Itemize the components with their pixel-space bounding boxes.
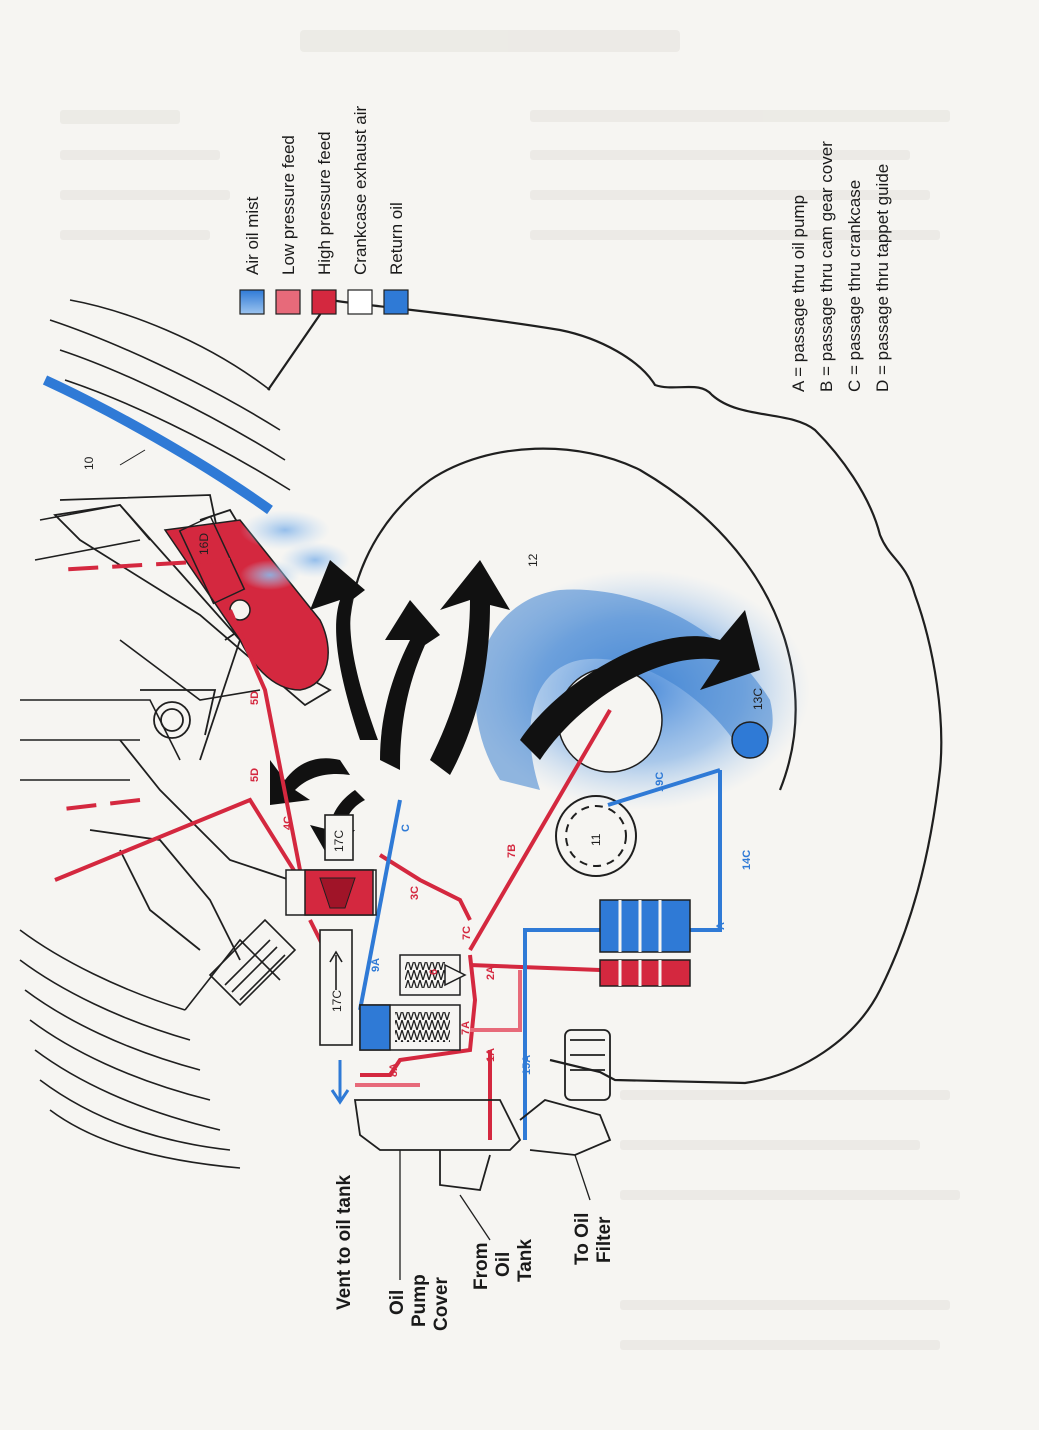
legend-swatch-air-oil-mist [239, 289, 265, 315]
callout-from-oil-tank-line3: Tank [515, 1239, 536, 1282]
cam-gear [555, 795, 637, 877]
passage-label-2A: 2A [485, 966, 497, 980]
callout-oil-pump-cover-line2: Pump [409, 1274, 430, 1327]
passage-key-b: B = passage thru cam gear cover [817, 141, 836, 392]
callout-oil-pump-cover-line3: Cover [431, 1277, 452, 1331]
part-label-16D: 16D [197, 533, 211, 555]
legend-swatch-low-pressure [275, 289, 301, 315]
feed-pump-gears [599, 959, 691, 987]
back-page-bleed [60, 30, 960, 1350]
callout-leaders [399, 1150, 591, 1280]
passage-label-C: C [400, 824, 412, 832]
check-valve-6 [399, 954, 467, 996]
low-pressure-passages [355, 970, 522, 1087]
passage-label-7C: 7C [461, 926, 473, 940]
legend-label-high-pressure: High pressure feed [315, 131, 334, 275]
passage-labels: 5D 5D 4C 3C C 9A 7B 7C 2A 6 7A 1A 8A 15A… [249, 691, 753, 1077]
passage-label-3C: 3C [409, 886, 421, 900]
scavenge-pump-gears [599, 899, 691, 953]
exhaust-duct-17C [319, 814, 354, 1046]
spark-plug [208, 918, 297, 1007]
callout-oil-pump-cover-line1: Oil [387, 1290, 408, 1315]
legend-label-crankcase-air: Crankcase exhaust air [351, 106, 370, 275]
callout-from-oil-tank-line2: Oil [493, 1252, 514, 1277]
part-numbers: 10 12 11 16D 13C 17C 17C [82, 456, 765, 1012]
passage-label-1A: 1A [485, 1048, 497, 1062]
callout-to-oil-filter-line2: Filter [594, 1216, 615, 1263]
breather-valve [285, 869, 377, 916]
legend-swatch-high-pressure [311, 289, 337, 315]
passage-key-a: A = passage thru oil pump [789, 195, 808, 392]
vent-arrow [330, 1060, 350, 1105]
legend-label-low-pressure: Low pressure feed [279, 135, 298, 275]
callout-from-oil-tank-line1: From [471, 1243, 492, 1291]
part-label-17C-top: 17C [332, 830, 346, 852]
passage-label-A: A [715, 922, 727, 930]
passage-label-6: 6 [428, 969, 440, 975]
passage-label-8A: 8A [388, 1063, 400, 1077]
legend-swatch-return-oil [383, 289, 409, 315]
part-label-11: 11 [589, 833, 603, 846]
callout-vent-to-oil-tank: Vent to oil tank [334, 1174, 355, 1310]
legend-swatch-crankcase-air [347, 289, 373, 315]
callout-line-10 [119, 449, 146, 466]
callout-to-oil-filter-line1: To Oil [572, 1213, 593, 1265]
part-label-10: 10 [82, 456, 96, 470]
passage-label-15A: 15A [521, 1055, 533, 1075]
return-oil-line-10 [42, 375, 273, 515]
part-label-12: 12 [526, 553, 540, 567]
legend-label-return-oil: Return oil [387, 202, 406, 275]
passage-key: A = passage thru oil pump B = passage th… [789, 141, 892, 392]
passage-label-9A: 9A [370, 958, 382, 972]
passage-label-19C: 19C [654, 772, 666, 792]
part-label-13C: 13C [751, 688, 765, 710]
passage-label-5D-upper: 5D [249, 691, 261, 705]
passage-label-5D-lower: 5D [249, 768, 261, 782]
callouts: Vent to oil tank Oil Pump Cover From Oil… [334, 1174, 615, 1331]
legend-label-air-oil-mist: Air oil mist [243, 196, 262, 275]
legend: Air oil mist Low pressure feed High pres… [239, 106, 409, 315]
passage-label-7B: 7B [506, 844, 518, 858]
passage-label-7A: 7A [460, 1021, 472, 1035]
crankcase-air-arrows [270, 560, 760, 860]
relief-valve [359, 1004, 461, 1051]
passage-key-d: D = passage thru tappet guide [873, 164, 892, 392]
cylinder-fins-rear [19, 929, 281, 1169]
part-label-17C-bottom: 17C [330, 990, 344, 1012]
high-pressure-passages [54, 558, 612, 1140]
passage-label-14C: 14C [741, 850, 753, 870]
oil-pump-cover [353, 1029, 612, 1191]
passage-key-c: C = passage thru crankcase [845, 180, 864, 392]
passage-label-4C: 4C [282, 816, 294, 830]
return-drain-13C [731, 721, 769, 759]
